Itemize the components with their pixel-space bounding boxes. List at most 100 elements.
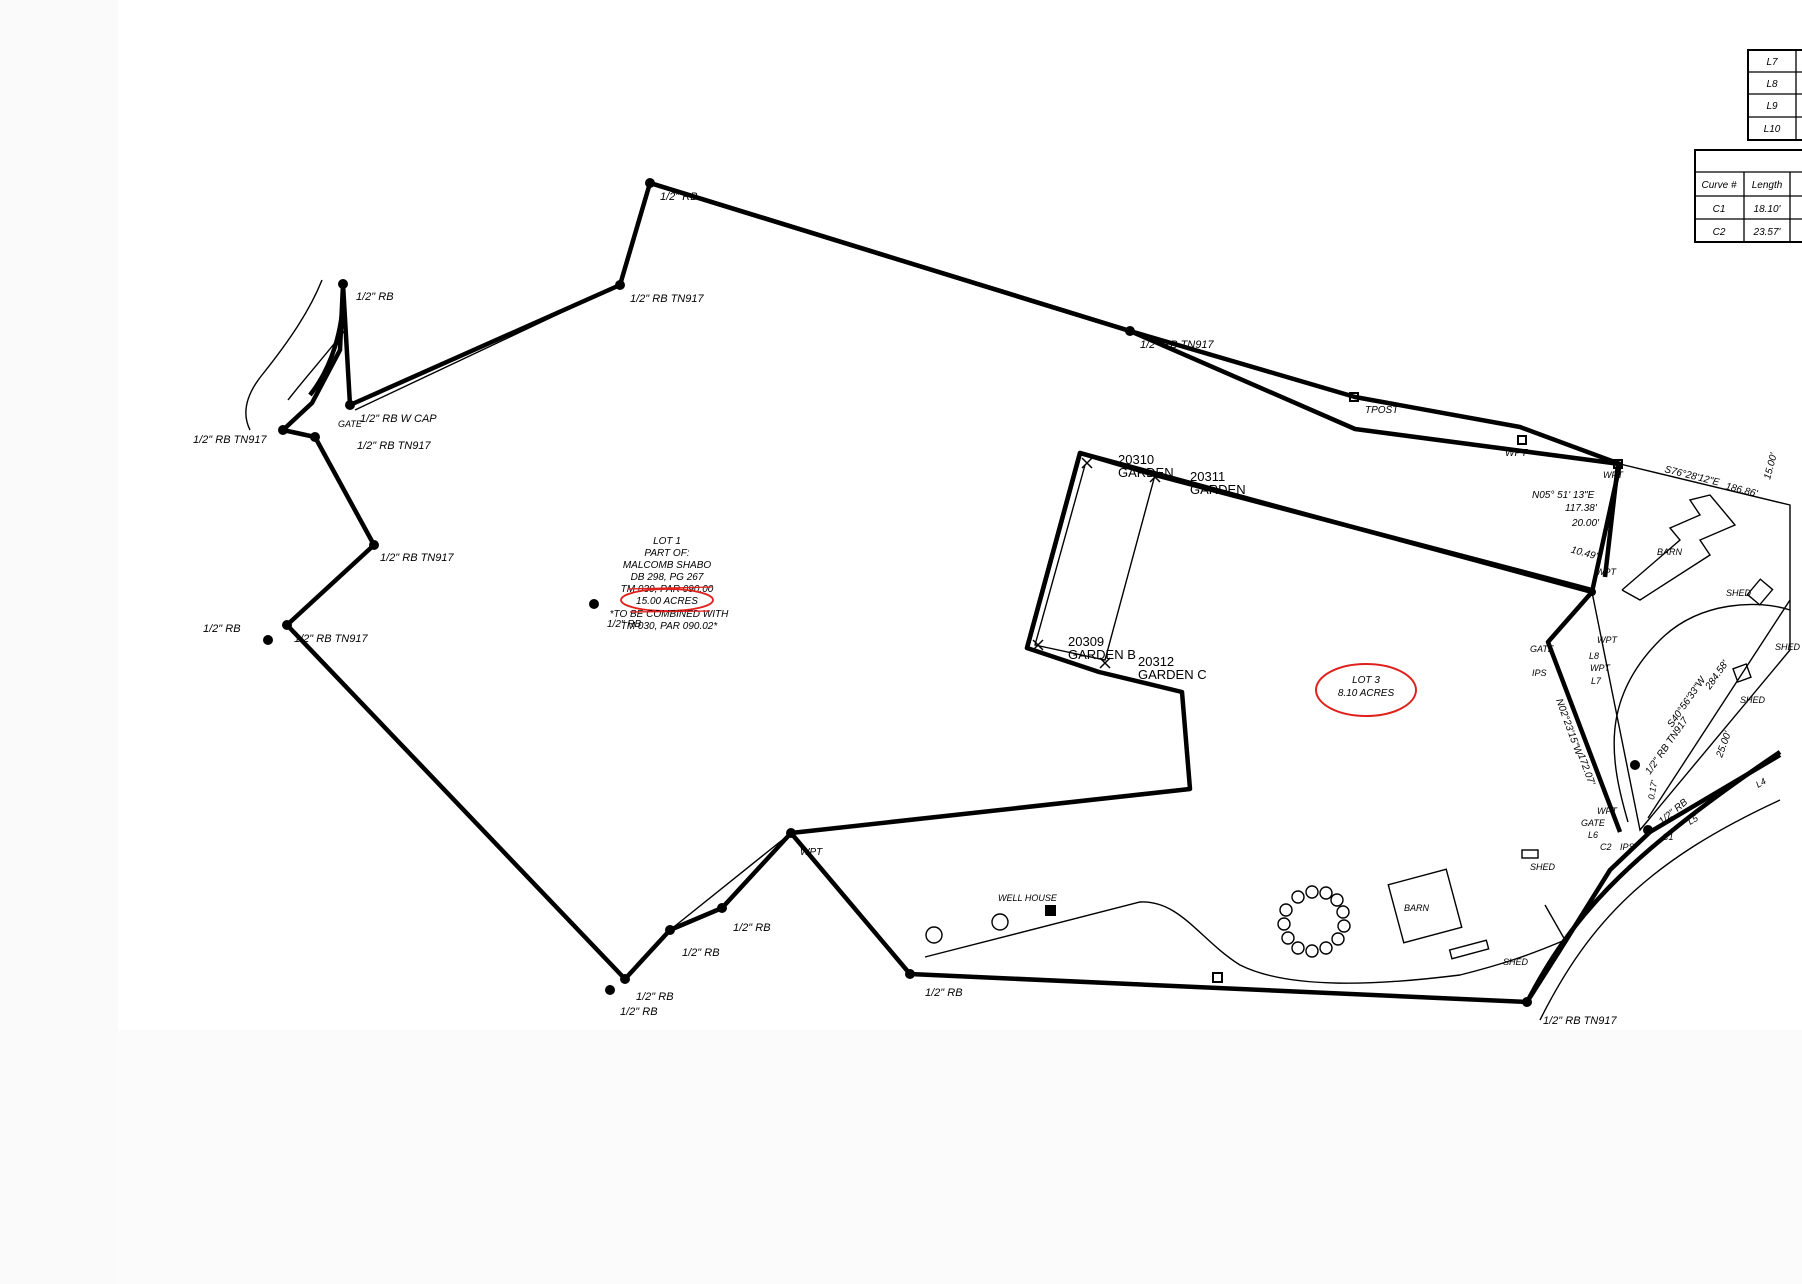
ra-dist2: 20.00' [1571, 518, 1600, 529]
label-rb-bottom1: 1/2" RB [733, 922, 771, 934]
label-rb-mid-left: 1/2" RB TN917 [380, 552, 454, 564]
lot3-line-1: LOT 3 [1352, 675, 1380, 686]
label-wpt-mid: WPT [800, 847, 823, 858]
left-margin [0, 0, 118, 1284]
ra-c2: C2 [1600, 842, 1612, 852]
label-tpost: TPOST [1365, 405, 1399, 416]
line-table-border [1747, 49, 1802, 141]
label-rb-left-gate: 1/2" RB TN917 [193, 434, 267, 446]
lot1-line-7: *TO BE COMBINED WITH [610, 609, 729, 620]
survey-pins [263, 178, 1653, 1007]
lot3-north-boundary [1602, 463, 1621, 578]
drive-right [1613, 603, 1791, 823]
lot3-label: LOT 3 8.10 ACRES [1315, 663, 1417, 717]
ra-wpt2: WPT [1596, 567, 1617, 577]
lot1-line-3: MALCOMB SHABO [623, 560, 712, 571]
label-rb-tn917: 1/2" RB TN917 [630, 293, 704, 305]
garden-20310-name: GARDEN [1118, 465, 1174, 480]
line-table-row-l8: L8 [1766, 79, 1778, 90]
garden-20311-name: GARDEN [1190, 482, 1246, 497]
lot1-strike-2 [629, 610, 711, 613]
ra-ips2: IPS [1620, 842, 1635, 852]
garden-20312-id: 20312 [1138, 654, 1174, 669]
tree-ring [1277, 885, 1351, 958]
lot3-west-boundary [1545, 590, 1623, 833]
lot3-highlight [1315, 663, 1417, 717]
ra-wpt3: WPT [1597, 635, 1618, 645]
ra-barn: BARN [1657, 547, 1683, 557]
ra-l8: L8 [1589, 651, 1599, 661]
lot1-line-1: LOT 1 [653, 536, 681, 547]
label-rb-bottom-right: 1/2" RB TN917 [1543, 1015, 1617, 1027]
ra-bearing1: N05° 51' 13"E [1532, 490, 1595, 501]
curve-table-header-curve: Curve # [1701, 180, 1736, 191]
well-circle-1 [925, 926, 943, 944]
road-upper-left-3 [308, 283, 346, 397]
ra-d017: 0.17' [1646, 779, 1659, 800]
label-rb-left2: 1/2" RB TN917 [294, 633, 368, 645]
curve-table-c1: C1 [1713, 204, 1726, 215]
ra-gate: GATE [1530, 644, 1555, 654]
label-gate: GATE [338, 419, 363, 429]
lot1-label: LOT 1 PART OF: MALCOMB SHABO DB 298, PG … [607, 536, 729, 632]
ra-wpt1: WPT [1603, 470, 1624, 480]
ra-c1: C1 [1662, 832, 1674, 842]
ra-l4: L4 [1754, 776, 1768, 790]
line-table: L7 L8 L9 L10 [1747, 49, 1802, 141]
curve-table: Curve # Length C1 18.10' C2 23.57' [1694, 149, 1802, 243]
right-tie-line [1647, 599, 1791, 819]
tie-line-top [354, 284, 621, 411]
label-well-house: WELL HOUSE [998, 893, 1058, 903]
ra-gate2: GATE [1581, 818, 1606, 828]
label-rb-bottom2: 1/2" RB [682, 947, 720, 959]
ra-shed2: SHED [1775, 642, 1801, 652]
well-house-marker [1045, 905, 1056, 916]
garden-inner-line [1034, 452, 1156, 661]
lot1-overlap-rb: 1/2" RB [607, 619, 641, 630]
ra-wpt4: WPT [1590, 663, 1611, 673]
lot1-line-4: DB 298, PG 267 [631, 572, 704, 583]
right-shed-2 [1732, 663, 1752, 683]
label-rb-bottom3: 1/2" RB [636, 991, 674, 1003]
right-barn-outline [1621, 494, 1737, 601]
road-upper-left-1 [245, 279, 323, 431]
ra-shed1: SHED [1726, 588, 1752, 598]
ra-ips: IPS [1532, 668, 1547, 678]
label-bottom-barn: BARN [1404, 903, 1430, 913]
right-shed-1 [1746, 578, 1774, 606]
lot1-top-boundary [649, 180, 1621, 467]
garden-20312-name: GARDEN C [1138, 667, 1207, 682]
road-right-2 [1525, 750, 1782, 1004]
bottom-margin [118, 1030, 1802, 1284]
curve-table-c2: C2 [1713, 227, 1726, 238]
lot1-line-2: PART OF: [644, 548, 689, 559]
stream-line [924, 901, 1566, 984]
wpt-corner-marker [1613, 459, 1623, 469]
curve-table-header-length: Length [1752, 180, 1783, 191]
lot3-line-2: 8.10 ACRES [1338, 688, 1395, 699]
label-rb-upper-left: 1/2" RB [356, 291, 394, 303]
right-shed-rect [1521, 849, 1539, 859]
lot1-acres: 15.00 ACRES [636, 596, 698, 607]
garden-x-markers [1032, 457, 1161, 669]
bottom-barn [1387, 868, 1463, 944]
label-rb-bottom4: 1/2" RB [620, 1006, 658, 1018]
ra-shed-small: SHED [1530, 862, 1556, 872]
label-wpt-top: WPT [1505, 448, 1528, 459]
road-right-1 [1539, 799, 1781, 1021]
lot1-strike-1 [627, 586, 713, 590]
ra-shed3: SHED [1740, 695, 1766, 705]
garden-20311-id: 20311 [1190, 469, 1225, 484]
label-rb-right-gate: 1/2" RB TN917 [357, 440, 431, 452]
lot1-boundary [280, 180, 1623, 982]
garden-20309-id: 20309 [1068, 634, 1104, 649]
well-circle-2 [991, 913, 1009, 931]
label-rb-bottom5: 1/2" RB [925, 987, 963, 999]
lot-right-inner [1591, 463, 1791, 832]
curve-table-c2-length: 23.57' [1753, 227, 1782, 238]
lot1-line-8: TM 030, PAR 090.02* [621, 621, 719, 632]
tpost-marker [1349, 392, 1359, 402]
ra-l7: L7 [1591, 676, 1602, 686]
